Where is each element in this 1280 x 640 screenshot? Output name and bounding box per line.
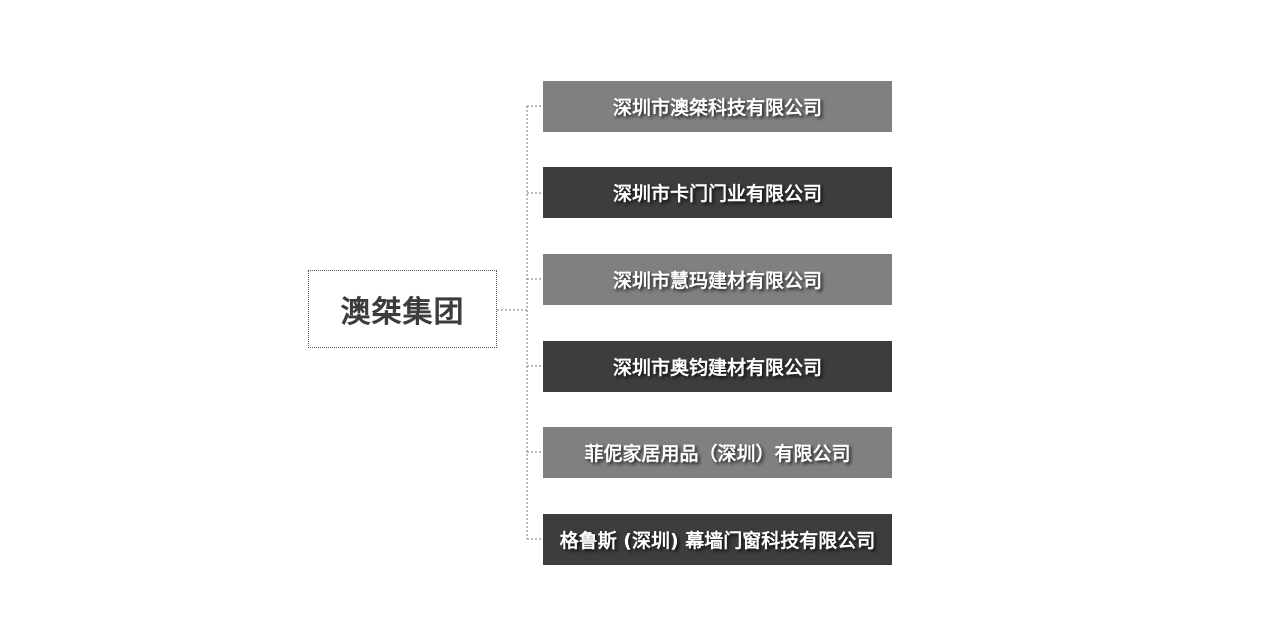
root-node-label: 澳桀集团 bbox=[340, 295, 465, 330]
child-node-label: 深圳市慧玛建材有限公司 bbox=[612, 270, 822, 292]
child-node-2: 深圳市慧玛建材有限公司 bbox=[543, 254, 892, 305]
child-node-3: 深圳市奥钧建材有限公司 bbox=[543, 341, 892, 392]
child-node-label: 深圳市卡门门业有限公司 bbox=[612, 183, 822, 205]
child-node-5: 格鲁斯 (深圳) 幕墙门窗科技有限公司 bbox=[543, 514, 892, 565]
child-node-label: 菲伲家居用品（深圳）有限公司 bbox=[584, 443, 851, 465]
child-node-label: 深圳市奥钧建材有限公司 bbox=[612, 357, 822, 379]
child-node-4: 菲伲家居用品（深圳）有限公司 bbox=[543, 427, 892, 478]
child-node-label: 深圳市澳桀科技有限公司 bbox=[612, 97, 822, 119]
child-node-label: 格鲁斯 (深圳) 幕墙门窗科技有限公司 bbox=[559, 530, 876, 552]
root-node: 澳桀集团 bbox=[308, 270, 497, 348]
child-node-1: 深圳市卡门门业有限公司 bbox=[543, 167, 892, 218]
child-node-0: 深圳市澳桀科技有限公司 bbox=[543, 81, 892, 132]
